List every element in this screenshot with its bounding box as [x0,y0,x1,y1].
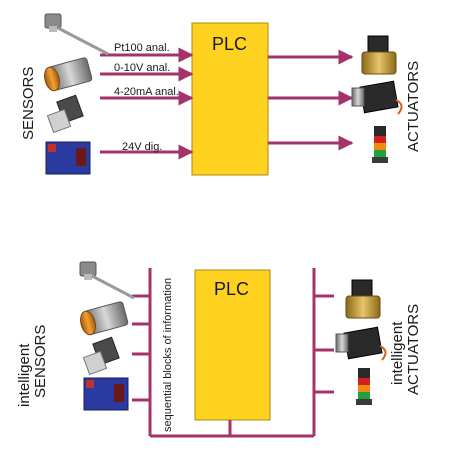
signal-label-0-10v: 0-10V anal. [114,62,170,74]
servo-motor-icon [335,326,387,361]
top-plc-box [191,22,269,176]
photoelectric-sensor-icon [45,141,91,175]
temperature-probe-icon [79,261,135,300]
solenoid-valve-icon [345,279,381,319]
signal-tower-icon [356,368,372,405]
temperature-probe-icon [44,13,109,56]
bottom-sensors-label-line1: intelligent [16,343,33,407]
top-actuators-label: ACTUATORS [405,61,422,152]
signal-label-4-20ma: 4-20mA anal. [114,86,179,98]
servo-motor-icon [351,80,403,115]
pressure-transducer-icon [82,336,120,376]
bottom-plc-box [194,269,271,421]
solenoid-valve-icon [361,35,397,75]
photoelectric-sensor-icon [83,377,129,411]
bottom-sensors-label-line2: SENSORS [32,325,49,398]
proximity-sensor-icon [80,301,129,336]
signal-tower-icon [372,126,388,163]
top-sensors-label: SENSORS [20,67,37,140]
top-plc-label: PLC [212,34,247,54]
bottom-plc-label: PLC [214,279,249,299]
pressure-transducer-icon [46,94,84,134]
signal-label-pt100: Pt100 anal. [114,42,170,54]
bus-label: sequential blocks of information [162,278,174,432]
bottom-actuators-label-line1: intelligent [389,321,406,385]
proximity-sensor-icon [44,57,93,92]
bottom-diagram: PLC sequential blocks of information int… [16,261,422,438]
top-diagram: PLC SENSORS ACTUATORS Pt100 anal. 0-10V … [20,13,422,176]
bottom-actuators-label-line2: ACTUATORS [405,304,422,395]
signal-label-24v: 24V dig. [122,141,162,153]
